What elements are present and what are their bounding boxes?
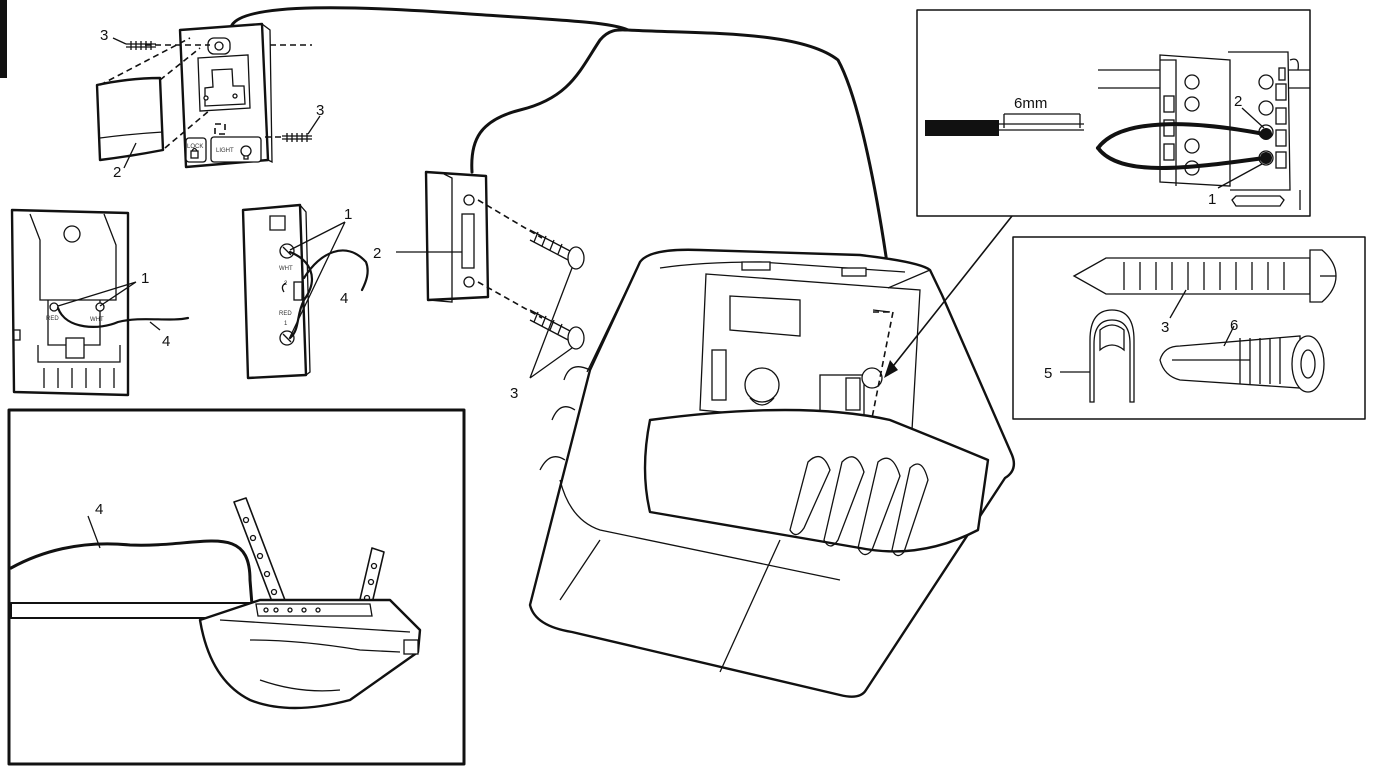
wire-to-terminal-1 bbox=[1096, 146, 1266, 170]
label-side-terminal: 1 bbox=[344, 206, 352, 223]
label-push-button: 2 bbox=[373, 245, 381, 262]
wire-to-terminal-2 bbox=[1096, 122, 1266, 150]
lock-imprint: LOCK bbox=[187, 144, 203, 150]
label-terminal-1: 1 bbox=[1208, 191, 1216, 208]
push-button-assembly: 2 3 bbox=[373, 170, 585, 402]
control-side-view: WHT 2 RED 1 1 4 bbox=[241, 203, 369, 380]
label-strip-length: 6mm bbox=[1014, 95, 1047, 112]
lock-icon bbox=[190, 150, 199, 159]
label-cover: 2 bbox=[113, 164, 121, 181]
label-hw-screw: 3 bbox=[1161, 319, 1169, 336]
label-screw-right: 3 bbox=[316, 102, 324, 119]
wire-to-opener bbox=[230, 6, 890, 272]
side-red-imprint: RED bbox=[279, 311, 292, 317]
opener-unit bbox=[528, 248, 1016, 698]
insulated-staple bbox=[1089, 309, 1135, 403]
stripped-wire bbox=[925, 120, 999, 136]
label-terminal-2: 2 bbox=[1234, 93, 1242, 110]
hardware-inset: 3 5 6 bbox=[1012, 236, 1366, 420]
light-imprint: LIGHT bbox=[216, 148, 234, 154]
label-hw-anchor: 6 bbox=[1230, 317, 1238, 334]
terminal-inset: 6mm 2 1 bbox=[916, 9, 1311, 217]
wire-to-push-button bbox=[470, 28, 630, 174]
wall-bracket: RED WHT 1 4 bbox=[10, 208, 190, 397]
wall-screw bbox=[1072, 257, 1311, 295]
label-ceiling-wire: 4 bbox=[95, 501, 103, 518]
wht-terminal-imprint: WHT bbox=[90, 317, 104, 323]
label-push-screws: 3 bbox=[510, 385, 518, 402]
wall-control-panel-exploded: LOCK LIGHT 3 3 2 bbox=[95, 22, 324, 181]
page-tab-mark bbox=[0, 0, 7, 78]
label-wall-terminal: 1 bbox=[141, 270, 149, 287]
side-two-imprint: 2 bbox=[284, 281, 288, 287]
lock-shackle bbox=[191, 147, 198, 152]
label-screw-left: 3 bbox=[100, 27, 108, 44]
label-side-wire: 4 bbox=[340, 290, 348, 307]
ceiling-wire bbox=[9, 539, 254, 607]
push-button bbox=[461, 213, 475, 269]
push-button-housing bbox=[424, 170, 490, 302]
label-wall-wire: 4 bbox=[162, 333, 170, 350]
side-one-imprint: 1 bbox=[284, 321, 288, 327]
bulb-icon bbox=[240, 145, 252, 157]
ceiling-inset: 4 bbox=[7, 408, 466, 766]
side-wht-imprint: WHT bbox=[279, 266, 293, 272]
inset-arrow bbox=[889, 215, 1013, 371]
red-terminal-imprint: RED bbox=[46, 316, 59, 322]
label-hw-staple: 5 bbox=[1044, 365, 1052, 382]
control-cover bbox=[95, 76, 165, 162]
